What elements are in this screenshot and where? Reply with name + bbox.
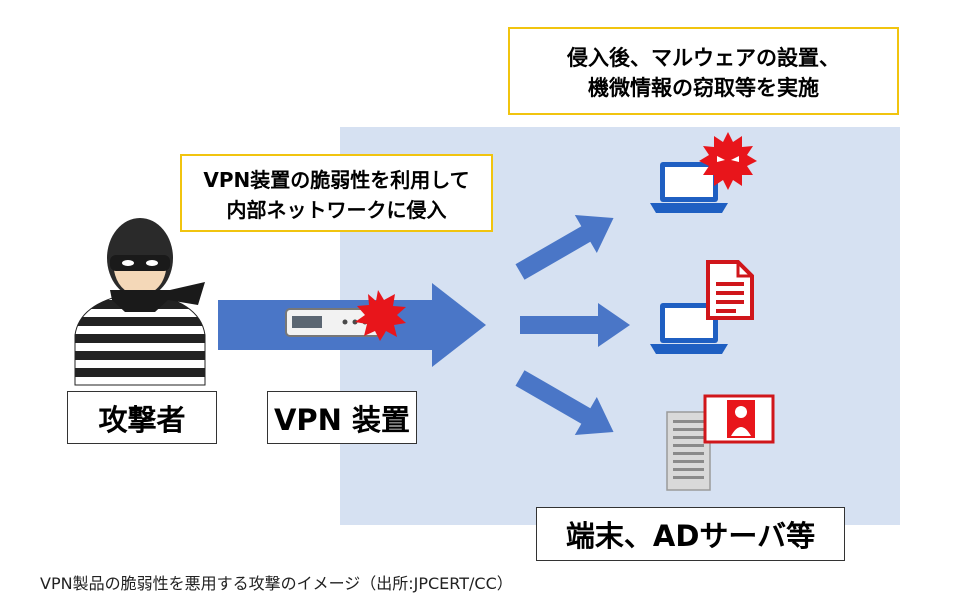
post-intrusion-callout: 侵入後、マルウェアの設置、 機微情報の窃取等を実施 <box>508 27 899 115</box>
document-icon <box>706 260 754 320</box>
vpn-exploit-line1: VPN装置の脆弱性を利用して <box>203 168 470 192</box>
vpn-exploit-callout: VPN装置の脆弱性を利用して 内部ネットワークに侵入 <box>180 154 493 232</box>
server-icon <box>666 411 711 491</box>
branch-arrow-down <box>515 370 614 436</box>
attacker-figure-icon <box>74 218 206 386</box>
vpn-exploit-line2: 内部ネットワークに侵入 <box>226 198 447 222</box>
vpn-device-label: VPN 装置 <box>267 391 417 444</box>
virus-icon <box>699 132 757 190</box>
id-card-icon <box>703 394 775 444</box>
targets-label: 端末、ADサーバ等 <box>536 507 845 561</box>
laptop-icon-middle <box>650 303 728 354</box>
exploit-burst-icon <box>355 290 406 341</box>
post-intrusion-line2: 機微情報の窃取等を実施 <box>588 76 819 100</box>
branch-arrow-up <box>515 214 614 280</box>
attacker-label: 攻撃者 <box>67 391 217 444</box>
branch-arrow-middle <box>520 303 630 347</box>
post-intrusion-line1: 侵入後、マルウェアの設置、 <box>567 46 840 70</box>
laptop-icon-top <box>650 162 728 213</box>
figure-caption: VPN製品の脆弱性を悪用する攻撃のイメージ（出所:JPCERT/CC） <box>40 574 513 593</box>
